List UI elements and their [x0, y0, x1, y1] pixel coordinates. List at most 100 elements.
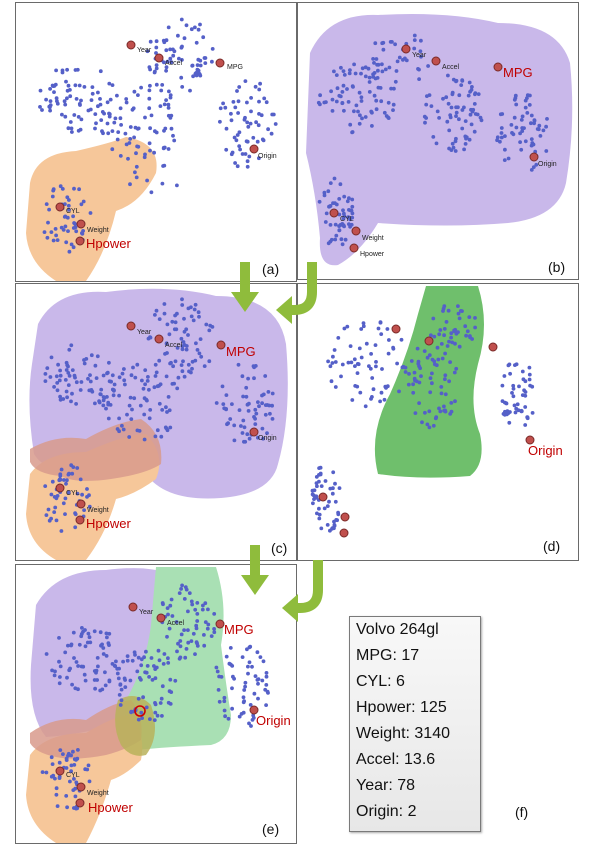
data-dot — [545, 117, 549, 121]
data-dot — [325, 523, 330, 527]
data-dot — [503, 409, 507, 414]
data-dot — [190, 366, 194, 371]
data-dot — [164, 374, 169, 379]
data-dot — [257, 404, 261, 409]
data-dot — [135, 362, 140, 367]
data-dot — [140, 716, 144, 720]
data-dot — [107, 360, 111, 365]
data-dot — [107, 643, 111, 647]
data-dot — [323, 220, 328, 224]
data-dot — [51, 188, 56, 193]
data-dot — [80, 231, 85, 236]
data-dot — [98, 630, 103, 635]
data-dot — [189, 314, 194, 319]
data-dot — [465, 329, 470, 334]
data-dot — [107, 379, 112, 384]
data-dot — [443, 373, 448, 378]
data-dot — [273, 122, 278, 126]
data-dot — [457, 316, 462, 321]
attr-node-hpower — [349, 243, 359, 253]
data-dot — [216, 688, 221, 692]
data-dot — [270, 403, 274, 408]
data-dot — [93, 401, 97, 406]
attr-label-hpower: Hpower — [88, 800, 133, 815]
data-dot — [63, 650, 68, 655]
data-dot — [390, 40, 394, 44]
data-dot — [128, 125, 133, 129]
data-dot — [67, 374, 72, 378]
data-dot — [70, 391, 74, 396]
data-dot — [165, 351, 169, 355]
data-dot — [350, 204, 355, 209]
data-dot — [314, 494, 319, 499]
data-dot — [317, 506, 321, 511]
data-dot — [264, 674, 269, 679]
data-dot — [230, 686, 234, 691]
attr-label-mpg: MPG — [224, 622, 254, 637]
data-dot — [328, 364, 333, 369]
data-dot — [393, 42, 397, 47]
data-dot — [319, 526, 324, 531]
data-dot — [331, 201, 335, 206]
data-dot — [253, 407, 258, 412]
data-dot — [43, 379, 48, 383]
data-dot — [76, 115, 81, 119]
data-dot — [511, 386, 516, 391]
data-dot — [179, 17, 184, 22]
data-dot — [232, 438, 237, 443]
data-dot — [79, 380, 84, 384]
data-dot — [112, 120, 117, 125]
data-dot — [48, 375, 53, 379]
data-dot — [517, 384, 521, 389]
data-dot — [67, 208, 71, 212]
data-dot — [67, 347, 72, 352]
data-dot — [265, 689, 270, 694]
data-dot — [459, 83, 464, 87]
data-dot — [71, 245, 76, 250]
data-dot — [207, 359, 212, 364]
data-dot — [260, 426, 265, 431]
data-dot — [74, 402, 78, 406]
data-dot — [135, 669, 140, 674]
data-dot — [66, 472, 71, 477]
data-dot — [168, 677, 173, 682]
data-dot — [69, 399, 73, 404]
data-dot — [154, 51, 158, 55]
data-dot — [444, 320, 449, 324]
data-dot — [527, 377, 532, 382]
attr-node-year — [126, 40, 136, 50]
data-dot — [166, 612, 170, 617]
data-dot — [266, 127, 270, 132]
data-dot — [149, 113, 154, 118]
data-dot — [105, 395, 109, 399]
data-dot — [241, 700, 246, 705]
data-dot — [345, 87, 349, 91]
data-dot — [541, 128, 546, 133]
data-dot — [256, 435, 260, 440]
data-dot — [312, 497, 316, 501]
data-dot — [450, 92, 455, 97]
data-dot — [520, 126, 525, 130]
data-dot — [333, 360, 338, 364]
data-dot — [247, 436, 252, 441]
data-dot — [51, 238, 56, 243]
data-dot — [511, 132, 516, 137]
attr-node-origin — [529, 152, 539, 162]
data-dot — [189, 639, 194, 643]
data-dot — [111, 393, 116, 398]
data-dot — [348, 68, 352, 72]
data-dot — [47, 518, 52, 523]
data-dot — [243, 79, 248, 83]
data-dot — [182, 36, 187, 41]
data-dot — [57, 681, 62, 686]
data-dot — [256, 681, 260, 686]
data-dot — [436, 357, 441, 362]
data-dot — [333, 481, 337, 486]
data-dot — [256, 696, 260, 701]
data-dot — [182, 374, 187, 379]
data-dot — [514, 362, 519, 367]
data-dot — [249, 96, 254, 100]
data-dot — [180, 303, 185, 307]
data-dot — [86, 631, 91, 636]
data-dot — [337, 197, 342, 201]
